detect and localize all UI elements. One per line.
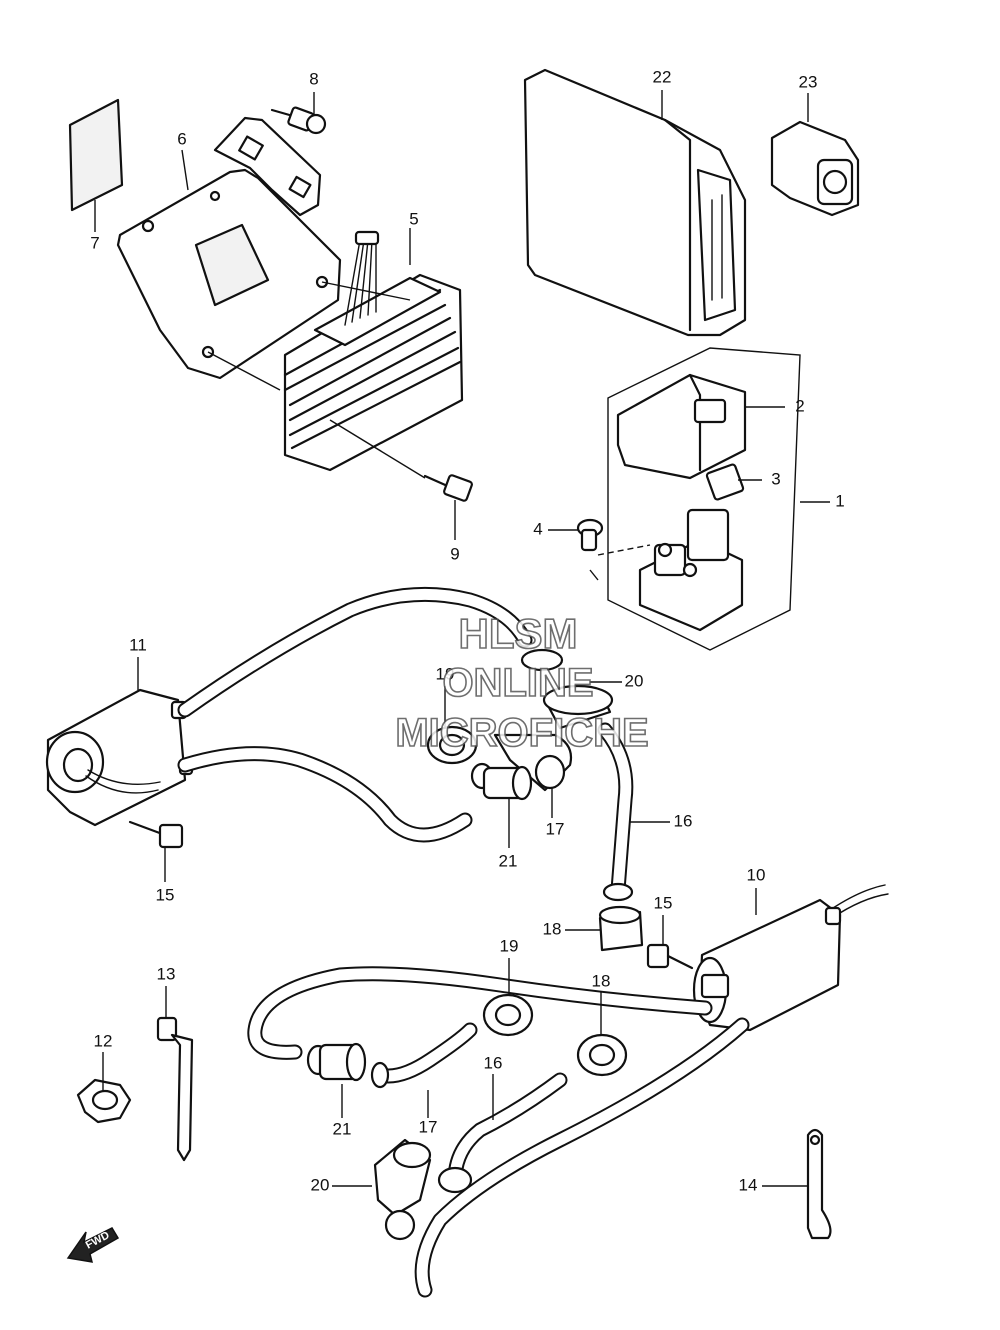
callout-18-lower: 18: [592, 971, 611, 990]
watermark: HLSM ONLINE MICROFICHE: [395, 609, 650, 756]
part-13-cable-tie[interactable]: [156, 1016, 194, 1162]
part-17-cap-upper[interactable]: [493, 733, 573, 792]
callout-8: 8: [309, 69, 318, 88]
callout-17-lower: 17: [419, 1117, 438, 1136]
callout-6: 6: [177, 129, 186, 148]
callout-18-upper: 18: [543, 919, 562, 938]
callout-2: 2: [795, 396, 804, 415]
part-9-bolt[interactable]: [329, 419, 473, 502]
callout-13: 13: [157, 964, 176, 983]
watermark-line-2: ONLINE: [442, 661, 593, 705]
fwd-arrow-icon: FWD: [66, 1227, 120, 1263]
part-15-bolt-lower[interactable]: [646, 943, 694, 970]
watermark-line-1: HLSM: [459, 610, 578, 657]
callout-17-upper: 17: [546, 819, 565, 838]
part-20-plug-cap-lower[interactable]: [373, 1138, 432, 1241]
callout-16-upper: 16: [674, 811, 693, 830]
callout-9: 9: [450, 544, 459, 563]
callout-5: 5: [409, 209, 418, 228]
watermark-line-3: MICROFICHE: [395, 711, 648, 755]
part-19-sleeve-lower[interactable]: [482, 993, 534, 1037]
part-15-bolt-upper[interactable]: [128, 820, 184, 849]
part-17-cap-lower[interactable]: [370, 1022, 478, 1089]
callout-7: 7: [90, 233, 99, 252]
callout-15-upper: 15: [156, 885, 175, 904]
part-21-grommet-lower[interactable]: [306, 1042, 367, 1082]
callout-22: 22: [653, 67, 672, 86]
callout-21-lower: 21: [333, 1119, 352, 1138]
part-8-screw[interactable]: [270, 106, 327, 135]
part-6-bracket[interactable]: [116, 116, 342, 380]
callout-20-upper: 20: [625, 671, 644, 690]
part-19-sleeve-upper[interactable]: [426, 725, 478, 765]
callout-1: 1: [835, 491, 844, 510]
part-11-ignition-coil[interactable]: [45, 688, 194, 827]
part-21-grommet-upper[interactable]: [470, 762, 533, 801]
callout-19-upper: 19: [436, 664, 455, 683]
part-4-screw[interactable]: [576, 518, 604, 552]
part-5-regulator-rectifier[interactable]: [283, 230, 464, 472]
part-16-boot-lower[interactable]: [437, 1072, 568, 1194]
part-18-sleeve-upper[interactable]: [598, 905, 644, 952]
part-23-connector[interactable]: [770, 120, 860, 217]
callout-14: 14: [739, 1175, 758, 1194]
part-16-boot-upper[interactable]: [597, 722, 634, 902]
callout-10: 10: [747, 865, 766, 884]
callout-20-lower: 20: [311, 1175, 330, 1194]
part-14-strap[interactable]: [806, 1128, 832, 1240]
part-22-ecm-unit[interactable]: [523, 68, 747, 337]
part-20-plug-cap-upper[interactable]: [520, 648, 614, 730]
callout-4: 4: [533, 519, 542, 538]
part-18-sleeve-lower[interactable]: [576, 1033, 628, 1077]
callout-12: 12: [94, 1031, 113, 1050]
part-12-clamp[interactable]: [76, 1078, 132, 1124]
callout-16-lower: 16: [484, 1053, 503, 1072]
callout-leaders: [94, 90, 830, 1187]
part-3-fuse[interactable]: [705, 463, 745, 501]
callout-21-upper: 21: [499, 851, 518, 870]
callout-19-lower: 19: [500, 936, 519, 955]
callout-numbers: 7 6 8 5 9 22 23 2 3 1 4 11 15 19 20 16 1…: [90, 67, 844, 1194]
callout-3: 3: [771, 469, 780, 488]
part-1-relay-assembly[interactable]: [589, 347, 801, 651]
callout-11: 11: [129, 635, 147, 654]
upper-high-tension-leads: [177, 586, 533, 843]
lower-high-tension-leads: [247, 966, 750, 1298]
callout-15-lower: 15: [654, 893, 673, 912]
part-2-relay-cover[interactable]: [616, 373, 747, 480]
part-10-ignition-coil[interactable]: [692, 884, 889, 1032]
callout-23: 23: [799, 72, 818, 91]
part-7-label-sheet[interactable]: [68, 98, 124, 212]
